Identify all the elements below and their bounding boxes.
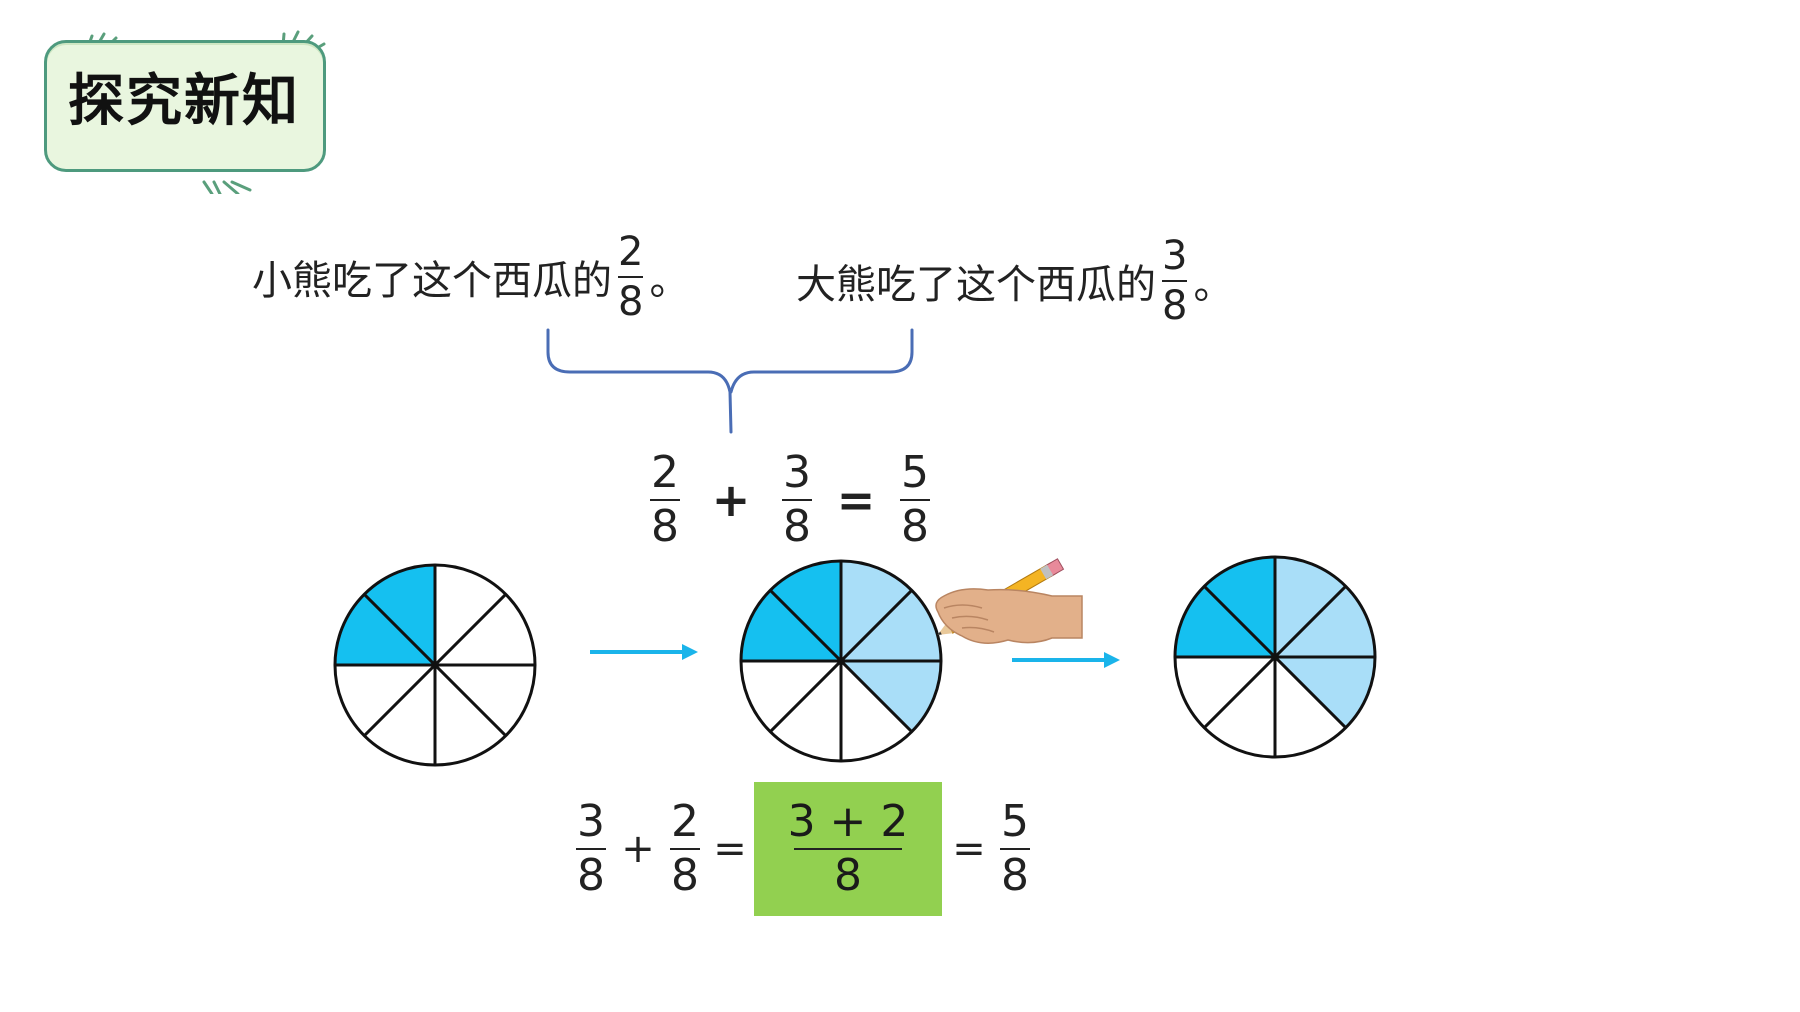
- fraction-denominator: 8: [783, 501, 811, 552]
- page-title: 探究新知: [68, 69, 300, 134]
- fraction-denominator: 8: [901, 501, 929, 552]
- fraction-denominator: 8: [1001, 850, 1029, 901]
- fraction-bar: [1000, 848, 1030, 850]
- pie-slice: [1275, 557, 1346, 657]
- pie-slice: [1204, 557, 1275, 657]
- fraction: 3 + 2 8: [788, 800, 909, 898]
- fraction: 2 8: [650, 451, 680, 549]
- fraction-bar: [650, 499, 680, 501]
- fraction-numerator: 5: [1001, 796, 1029, 847]
- fraction-bar: [782, 499, 812, 501]
- title-badge: [44, 40, 326, 172]
- pie-slice: [335, 594, 435, 665]
- combined-fraction: 3 + 2 8: [754, 782, 942, 916]
- fraction-denominator: 8: [577, 850, 605, 901]
- equation-bottom-right: = 5 8: [944, 782, 1036, 916]
- pie-slice: [1275, 586, 1375, 657]
- plus-sign: +: [711, 473, 751, 527]
- pie-circle-result: [1173, 555, 1377, 759]
- fraction: 2 8: [618, 229, 644, 325]
- pie-slice: [841, 661, 941, 732]
- statement-suffix: 。: [1193, 262, 1234, 308]
- fraction-bar: [793, 848, 902, 850]
- statement-text: 小熊吃了这个西瓜的: [252, 258, 612, 304]
- pie-slice: [364, 565, 435, 665]
- fraction-numerator: 2: [651, 447, 679, 498]
- fraction-numerator: 3: [783, 447, 811, 498]
- equals-sign: =: [952, 826, 986, 872]
- fraction-bar: [900, 499, 930, 501]
- equation-bottom-left: 3 8 + 2 8 =: [570, 782, 754, 916]
- statement-big-bear: 大熊吃了这个西瓜的 3 8 。: [796, 226, 1233, 336]
- fraction-bar: [1162, 280, 1188, 282]
- pie-slice: [1275, 657, 1375, 728]
- statement-text: 大熊吃了这个西瓜的: [796, 262, 1156, 308]
- pie-outline: [333, 563, 537, 767]
- equals-sign: =: [713, 826, 747, 872]
- pie-outline: [739, 559, 943, 763]
- fraction: 3 8: [1162, 233, 1188, 329]
- fraction-bar: [618, 276, 644, 278]
- fraction-denominator: 8: [833, 850, 862, 901]
- arrow-right-icon: [1012, 652, 1120, 668]
- fraction-numerator: 3: [1162, 233, 1188, 279]
- fraction-denominator: 8: [671, 850, 699, 901]
- statement-small-bear: 小熊吃了这个西瓜的 2 8 。: [252, 222, 689, 332]
- equals-sign: =: [836, 473, 876, 527]
- pie-slice: [841, 561, 912, 661]
- pie-outline: [1173, 555, 1377, 759]
- fraction-numerator: 5: [901, 447, 929, 498]
- pie-divider: [769, 589, 913, 733]
- fraction-denominator: 8: [618, 279, 644, 325]
- hand-with-pencil-icon: [935, 558, 1083, 644]
- pie-slice: [841, 590, 941, 661]
- arrow-right-icon: [590, 644, 698, 660]
- equation-top: 2 8 + 3 8 = 5 8: [644, 440, 936, 560]
- pie-divider: [1203, 585, 1347, 729]
- fraction: 3 8: [782, 451, 812, 549]
- statement-suffix: 。: [649, 258, 690, 304]
- fraction-numerator: 2: [671, 796, 699, 847]
- pie-slice: [741, 590, 841, 661]
- pie-circle-start: [333, 563, 537, 767]
- pie-slice: [770, 561, 841, 661]
- plus-sign: +: [621, 826, 655, 872]
- fraction: 5 8: [1000, 800, 1030, 898]
- pie-circle-middle: [739, 559, 943, 763]
- fraction-bar: [670, 848, 700, 850]
- fraction-denominator: 8: [1162, 283, 1188, 329]
- pie-slice: [1175, 586, 1275, 657]
- pie-divider: [363, 593, 507, 737]
- fraction-numerator: 3: [577, 796, 605, 847]
- fraction: 2 8: [670, 800, 700, 898]
- fraction-denominator: 8: [651, 501, 679, 552]
- fraction-bar: [576, 848, 606, 850]
- fraction-numerator: 2: [618, 229, 644, 275]
- fraction-numerator: 3 + 2: [787, 796, 909, 847]
- fraction: 3 8: [576, 800, 606, 898]
- curly-bracket: [546, 328, 914, 434]
- fraction: 5 8: [900, 451, 930, 549]
